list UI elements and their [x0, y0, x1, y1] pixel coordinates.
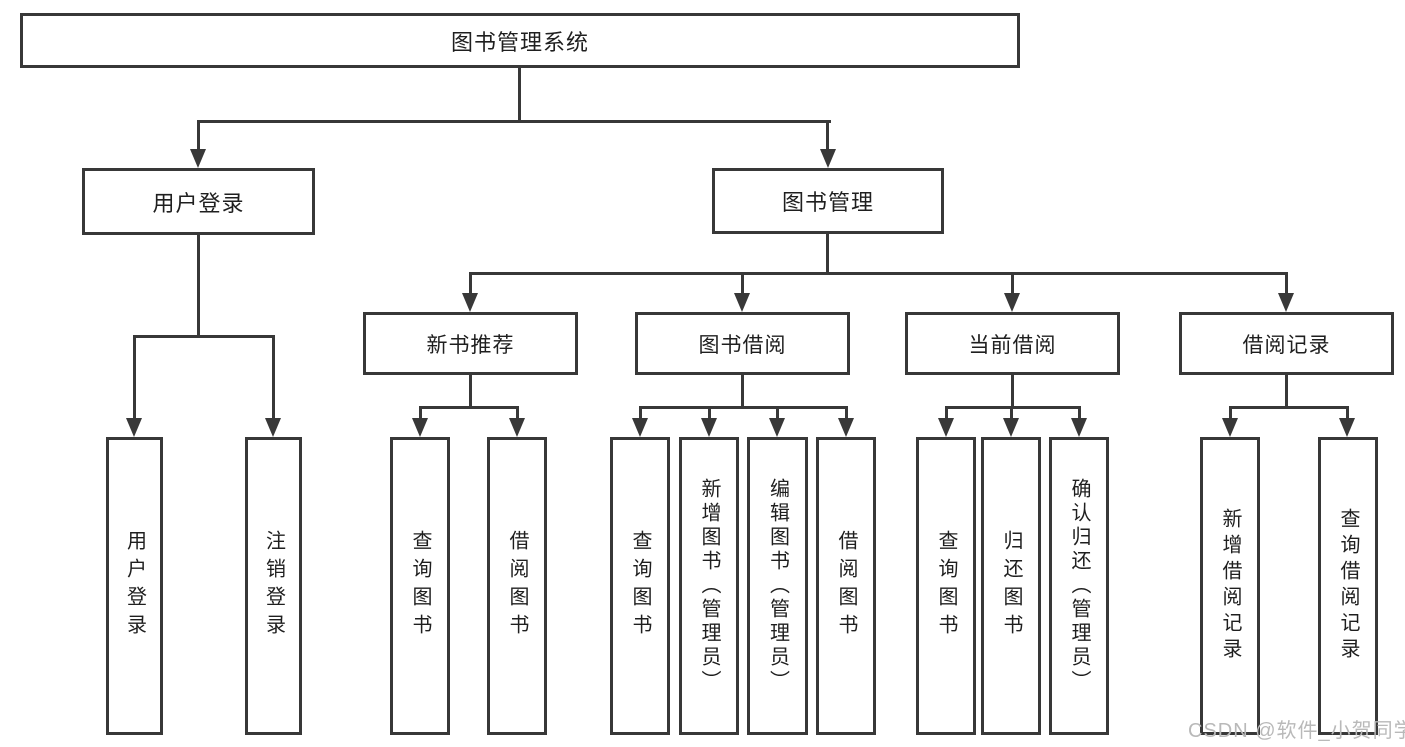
watermark-text: CSDN @软件_小贺同学 — [1188, 720, 1405, 742]
arrow-down-icon — [632, 418, 648, 437]
connector-root-stem — [518, 68, 521, 122]
connector-drop-level3 — [1011, 272, 1014, 298]
connector-newbook-bar — [419, 406, 519, 409]
node-user-login: 用户登录 — [82, 168, 315, 235]
connector-drop-leaf — [639, 406, 642, 423]
node-borrow-records: 借阅记录 — [1179, 312, 1394, 375]
connector-drop-leaf — [708, 406, 711, 423]
connector-drop-leaf — [1010, 406, 1013, 423]
connector-drop-level3 — [469, 272, 472, 298]
arrow-down-icon — [938, 418, 954, 437]
leaf-bb-borrow-books: 借阅图书 — [816, 437, 876, 735]
connector-drop-leaf — [945, 406, 948, 423]
connector-drop-leaf — [1346, 406, 1349, 423]
leaf-bb-add-books-admin: 新增图书（管理员） — [679, 437, 739, 735]
connector-root-bar — [197, 120, 831, 123]
arrow-down-icon — [734, 293, 750, 312]
connector-bookborrow-stem — [741, 375, 744, 409]
leaf-bb-query-books: 查询图书 — [610, 437, 670, 735]
arrow-down-icon — [190, 149, 206, 168]
arrow-down-icon — [769, 418, 785, 437]
node-root: 图书管理系统 — [20, 13, 1020, 68]
connector-borrowrecords-stem — [1285, 375, 1288, 409]
node-book-management: 图书管理 — [712, 168, 944, 234]
connector-drop-leaf — [516, 406, 519, 423]
node-new-book-recommend: 新书推荐 — [363, 312, 578, 375]
leaf-cb-confirm-return-admin: 确认归还（管理员） — [1049, 437, 1109, 735]
connector-drop-leaf — [272, 335, 275, 423]
connector-userlogin-stem — [197, 235, 200, 338]
connector-borrowrecords-bar — [1229, 406, 1349, 409]
connector-drop-leaf — [133, 335, 136, 423]
arrow-down-icon — [412, 418, 428, 437]
connector-bookborrow-bar — [639, 406, 847, 409]
arrow-down-icon — [1339, 418, 1355, 437]
node-current-borrow: 当前借阅 — [905, 312, 1120, 375]
node-book-borrow: 图书借阅 — [635, 312, 850, 375]
leaf-logout: 注销登录 — [245, 437, 302, 735]
connector-userlogin-bar — [133, 335, 275, 338]
arrow-down-icon — [509, 418, 525, 437]
arrow-down-icon — [1003, 418, 1019, 437]
arrow-down-icon — [701, 418, 717, 437]
connector-drop-level3 — [1285, 272, 1288, 298]
connector-drop-book-management — [826, 120, 829, 154]
connector-drop-leaf — [1078, 406, 1081, 423]
connector-drop-level3 — [741, 272, 744, 298]
arrow-down-icon — [838, 418, 854, 437]
connector-drop-leaf — [419, 406, 422, 423]
connector-bookmgmt-stem — [826, 234, 829, 275]
arrow-down-icon — [462, 293, 478, 312]
connector-drop-leaf — [845, 406, 848, 423]
leaf-bb-edit-books-admin: 编辑图书（管理员） — [747, 437, 808, 735]
arrow-down-icon — [1071, 418, 1087, 437]
leaf-cb-query-books: 查询图书 — [916, 437, 976, 735]
connector-drop-leaf — [1229, 406, 1232, 423]
arrow-down-icon — [265, 418, 281, 437]
leaf-nb-borrow-books: 借阅图书 — [487, 437, 547, 735]
leaf-nb-query-books: 查询图书 — [390, 437, 450, 735]
arrow-down-icon — [1278, 293, 1294, 312]
leaf-cb-return-books: 归还图书 — [981, 437, 1041, 735]
arrow-down-icon — [1004, 293, 1020, 312]
leaf-br-add-record: 新增借阅记录 — [1200, 437, 1260, 735]
arrow-down-icon — [1222, 418, 1238, 437]
connector-drop-user-login — [197, 120, 200, 154]
connector-newbook-stem — [469, 375, 472, 409]
connector-currentborrow-stem — [1011, 375, 1014, 409]
leaf-user-login: 用户登录 — [106, 437, 163, 735]
arrow-down-icon — [820, 149, 836, 168]
leaf-br-query-record: 查询借阅记录 — [1318, 437, 1378, 735]
connector-drop-leaf — [776, 406, 779, 423]
connector-bookmgmt-bar — [469, 272, 1288, 275]
arrow-down-icon — [126, 418, 142, 437]
